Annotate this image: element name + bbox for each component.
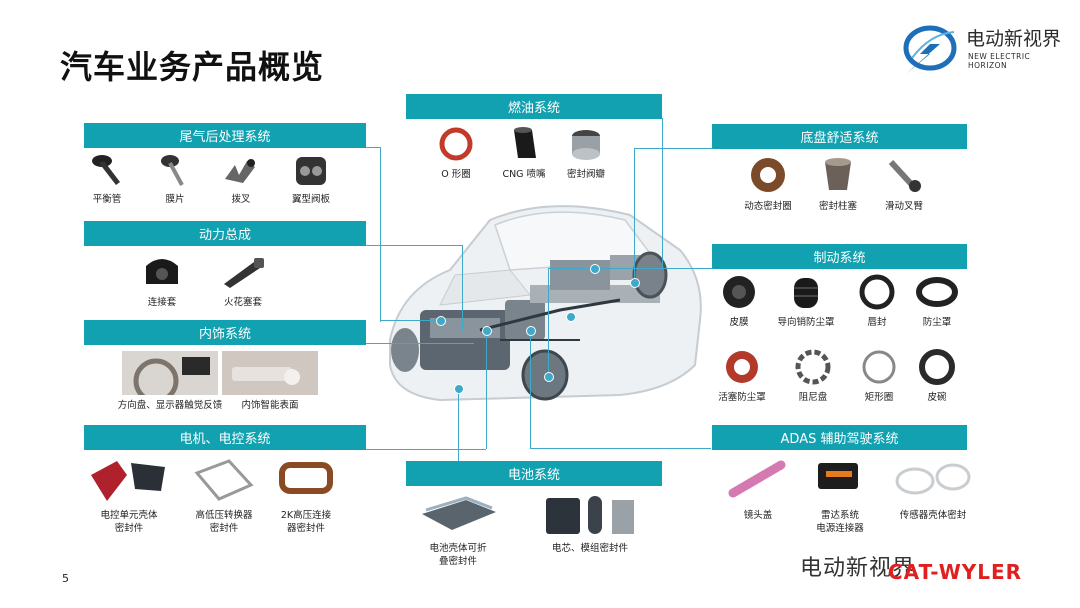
cell-module-seal-icon (546, 496, 634, 534)
connector-battery (458, 388, 460, 461)
balance-tube-icon (92, 155, 120, 185)
item-sensor-housing-seal: 传感器壳体密封 (886, 455, 980, 522)
item-haptic-feedback: 方向盘、显示器触觉反馈 (90, 351, 250, 412)
item-rectangular-ring: 矩形圈 (852, 347, 906, 404)
wing-valve-icon (296, 157, 326, 185)
item-cng-nozzle: CNG 喷嘴 (494, 124, 554, 181)
seal-plunger-icon (825, 158, 851, 190)
hv-connector-seal-icon (279, 462, 333, 494)
item-wing-valve: 翼型阀板 (284, 153, 338, 206)
connector-powertrain (366, 245, 463, 331)
sensor-housing-seal-icon (895, 463, 971, 495)
lightning-globe-icon (903, 16, 958, 74)
guide-pin-boot-icon (794, 278, 818, 308)
item-lens-cover: 镜头盖 (718, 455, 798, 522)
connector-dot (482, 326, 492, 336)
lens-cover-icon (728, 460, 786, 498)
connector-dot (590, 264, 600, 274)
connector-dot (454, 384, 464, 394)
section-interior-header: 内饰系统 (84, 320, 366, 345)
brake-membrane-icon (723, 276, 755, 308)
dynamic-seal-icon (751, 158, 785, 192)
brand-logo: 电动新视界 NEW ELECTRIC HORIZON (900, 14, 1070, 76)
cng-nozzle-icon (514, 127, 536, 158)
item-seal-valve: 密封阀瓣 (556, 124, 616, 181)
connector-dot (436, 316, 446, 326)
logo-text-cn: 电动新视界 (966, 28, 1062, 50)
connector-interior (366, 343, 474, 345)
o-ring-icon (439, 127, 473, 161)
item-lip-seal: 唇封 (850, 272, 904, 329)
item-ecu-housing-seal: 电控单元壳体 密封件 (84, 455, 174, 535)
ecu-housing-seal-icon (91, 461, 165, 501)
connector-dot (630, 278, 640, 288)
item-cell-module-seal: 电芯、模组密封件 (538, 492, 642, 555)
rectangular-ring-icon (862, 350, 896, 384)
smart-surface-photo (222, 351, 318, 395)
watermark-text: 电动新视界 (800, 556, 916, 581)
connector-brake (548, 268, 713, 377)
section-brake-header: 制动系统 (712, 244, 967, 269)
item-sliding-fork-arm: 滑动叉臂 (874, 154, 934, 213)
connector-dot (526, 326, 536, 336)
brake-cup-icon (919, 349, 955, 385)
item-spark-plug-boot: 火花塞套 (208, 252, 278, 309)
section-adas-header: ADAS 辅助驾驶系统 (712, 425, 967, 450)
item-connecting-sleeve: 连接套 (132, 252, 192, 309)
connector-chassis (634, 148, 713, 283)
radar-connector-icon (818, 463, 858, 489)
item-fork: 拨叉 (216, 153, 266, 206)
brand-wordmark: CAT-WYLER (888, 560, 1023, 584)
item-dynamic-seal: 动态密封圈 (734, 154, 802, 213)
item-brake-cup: 皮碗 (910, 347, 964, 404)
item-dust-cover: 防尘罩 (910, 272, 964, 329)
battery-housing-seal-icon (422, 496, 496, 530)
logo-text-en: NEW ELECTRIC HORIZON (968, 52, 1031, 70)
item-balance-tube: 平衡管 (82, 153, 132, 206)
item-diaphragm: 膜片 (150, 153, 200, 206)
connector-exhaust-b (380, 320, 440, 322)
connector-motor-b (486, 330, 488, 449)
section-fuel-header: 燃油系统 (406, 94, 662, 119)
section-motor-header: 电机、电控系统 (84, 425, 366, 450)
connector-exhaust (366, 147, 381, 322)
diaphragm-icon (161, 155, 184, 186)
item-smart-surface: 内饰智能表面 (220, 351, 320, 412)
seal-valve-icon (572, 130, 600, 160)
item-o-ring: O 形圈 (426, 124, 486, 181)
connector-motor (366, 449, 486, 451)
section-chassis-header: 底盘舒适系统 (712, 124, 967, 149)
item-dc-converter-seal: 高低压转换器 密封件 (182, 455, 266, 535)
connector-adas (530, 330, 711, 449)
item-piston-dust-boot: 活塞防尘罩 (712, 347, 772, 404)
section-powertrain-header: 动力总成 (84, 221, 366, 246)
item-battery-housing-seal: 电池壳体可折 叠密封件 (412, 492, 504, 568)
page-number: 5 (62, 572, 69, 585)
sliding-fork-arm-icon (888, 159, 921, 192)
item-hv-connector-seal: 2K高压连接 器密封件 (270, 455, 342, 535)
page-title: 汽车业务产品概览 (60, 48, 325, 86)
item-guide-pin-boot: 导向销防尘罩 (770, 272, 842, 329)
steering-wheel-display-photo (122, 351, 218, 395)
dc-converter-seal-icon (194, 459, 254, 501)
spark-plug-boot-icon (224, 258, 264, 288)
item-brake-membrane: 皮膜 (712, 272, 766, 329)
section-exhaust-header: 尾气后处理系统 (84, 123, 366, 148)
section-battery-header: 电池系统 (406, 461, 662, 486)
damping-disc-icon (795, 349, 831, 385)
connector-dot (544, 372, 554, 382)
item-seal-plunger: 密封柱塞 (808, 154, 868, 213)
lip-seal-icon (859, 274, 895, 310)
piston-dust-boot-icon (726, 351, 758, 383)
connector-dot (566, 312, 576, 322)
item-damping-disc: 阻尼盘 (786, 347, 840, 404)
connecting-sleeve-icon (146, 259, 178, 284)
dust-cover-icon (916, 277, 958, 307)
fork-icon (225, 159, 255, 183)
item-radar-power-connector: 雷达系统 电源连接器 (800, 455, 880, 535)
